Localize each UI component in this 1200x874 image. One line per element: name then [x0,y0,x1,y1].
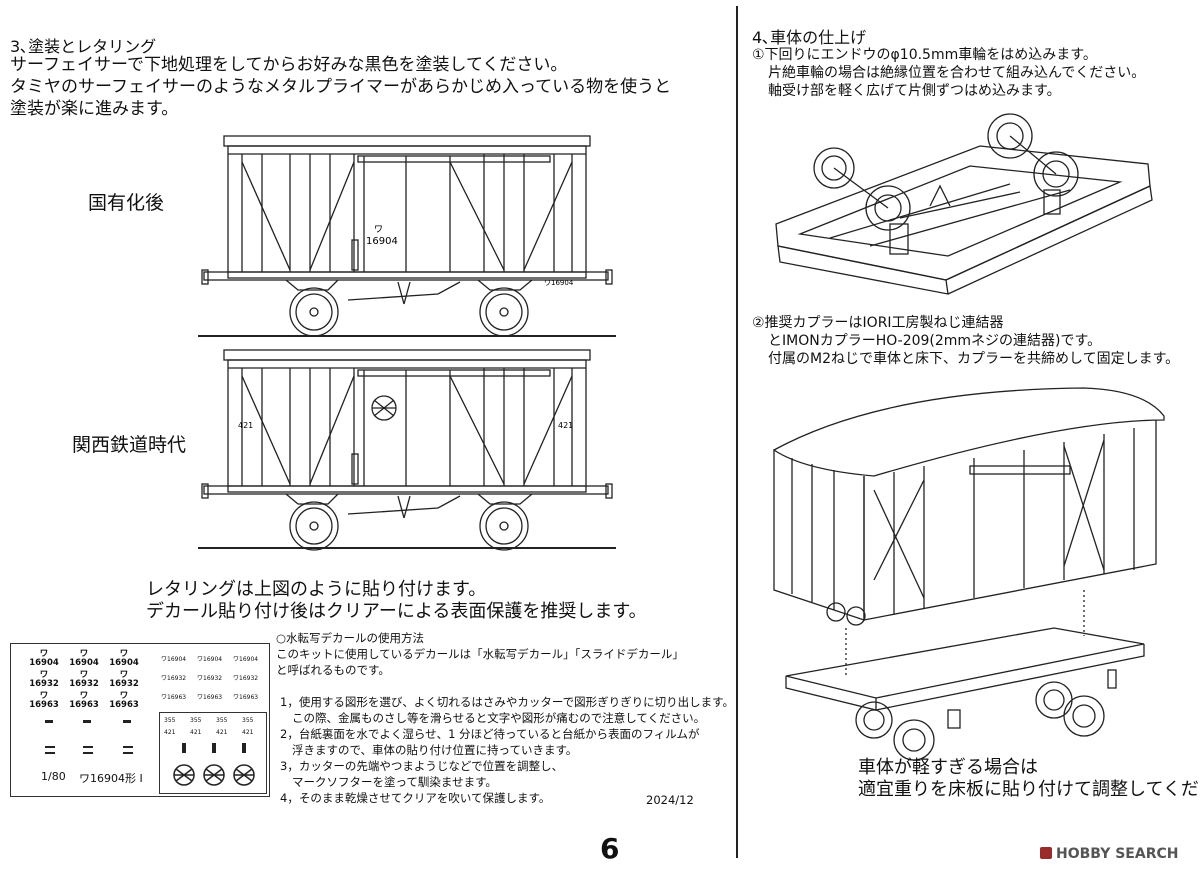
decal-355-a: 355 [164,717,176,724]
step-2-line-2: とIMONカプラーHO-209(2mmネジの連結器)です。 [768,333,1102,349]
decal-16932-c: ワ 16932 [109,670,139,689]
decal-sheet: ワ 16904 ワ 16904 ワ 16904 ワ 16932 ワ 16932 … [10,643,270,797]
decal-16932-b: ワ 16932 [69,670,99,689]
decal-small-16932-b: ワ16932 [197,675,223,682]
decal-small-16904-c: ワ16904 [233,656,259,663]
column-divider [736,6,738,858]
section-3-heading: 3､塗装とレタリング [10,37,157,56]
decal-step-3-note: マークソフターを塗って馴染ませます。 [292,775,497,789]
watermark-logo-icon [1040,847,1052,859]
decal-kansai-box: 355 355 355 355 421 421 421 421 [159,712,267,794]
step-2-line-3: 付属のM2ねじで車体と床下、カプラーを共締めして固定します。 [768,351,1180,367]
decal-small-16963-a: ワ16963 [161,694,187,701]
decal-sheet-title: ワ16904形 I [79,772,143,785]
decal-emblems [173,743,255,786]
decal-16963-a: ワ 16963 [29,691,59,710]
decal-intro-line-1: このキットに使用しているデカールは「水転写デカール」「スライドデカール」 [276,647,684,661]
decal-intro-line-2: と呼ばれるものです。 [276,663,390,677]
wagon-drawing-nationalized: ワ 16904 ワ16904 [198,135,616,337]
decal-355-c: 355 [216,717,228,724]
decal-16904-c: ワ 16904 [109,649,139,668]
page-number: 6 [600,832,620,865]
decal-small-16904-b: ワ16904 [197,656,223,663]
underframe-wheel-drawing [775,113,1153,295]
weight-note-line-2: 適宜重りを床板に貼り付けて調整してください。 [858,779,1200,800]
weight-note-line-1: 車体が軽すぎる場合は [858,757,1038,778]
painting-instructions-line-1: サーフェイサーで下地処理をしてからお好みな黒色を塗装してください。 [10,55,568,75]
wagon-drawing-kansai: 421 421 [198,349,616,551]
step-1-line-1: ①下回りにエンドウのφ10.5mm車輪をはめ込みます。 [752,47,1097,63]
step-2-line-1: ②推奨カプラーはIORI工房製ねじ連結器 [752,315,1004,331]
step-1-line-3: 軸受け部を軽く広げて片側ずつはめ込みます。 [768,83,1061,99]
painting-instructions-line-3: 塗装が楽に進みます。 [10,99,179,119]
decal-scale: 1/80 [41,770,66,783]
decal-step-3: 3，カッターの先端やつまようじなどで位置を調整し、 [280,759,564,773]
decal-step-2: 2，台紙裏面を水でよく湿らせ、1 分ほど待っていると台紙から表面のフィルムが [280,727,700,741]
wagon-top-number: 16904 [366,236,398,247]
step-1-line-2: 片絶車輪の場合は絶縁位置を合わせて組み込んでください。 [768,65,1146,81]
decal-small-16932-c: ワ16932 [233,675,259,682]
decal-421-d: 421 [242,729,254,736]
decal-step-2-note: 浮きますので、車体の貼り付け位置に持っていきます。 [292,743,578,757]
decal-421-b: 421 [190,729,202,736]
decal-355-d: 355 [242,717,254,724]
body-floor-assembly-drawing [772,387,1165,761]
decal-small-16904-a: ワ16904 [161,656,187,663]
decal-small-16932-a: ワ16932 [161,675,187,682]
document-date: 2024/12 [646,793,694,807]
wagon-top-class-mark: ワ [374,225,383,235]
label-after-nationalization: 国有化後 [88,192,165,214]
decal-small-16963-c: ワ16963 [233,694,259,701]
section-4-heading: 4､車体の仕上げ [752,28,867,47]
wagon-bottom-number-right: 421 [558,421,573,430]
wagon-bottom-number-left: 421 [238,421,253,430]
decal-16963-b: ワ 16963 [69,691,99,710]
decal-16904-b: ワ 16904 [69,649,99,668]
label-kansai-railway-era: 関西鉄道時代 [72,434,187,456]
decal-16904-a: ワ 16904 [29,649,59,668]
watermark: HOBBY SEARCH [1040,846,1178,862]
decal-small-marks [45,720,133,754]
decal-421-a: 421 [164,729,176,736]
lettering-note-line-2: デカール貼り付け後はクリアーによる表面保護を推奨します。 [146,601,647,622]
decal-355-b: 355 [190,717,202,724]
watermark-text: HOBBY SEARCH [1056,846,1179,862]
wagon-top-solebar-number: ワ16904 [544,279,574,287]
decal-16932-a: ワ 16932 [29,670,59,689]
lettering-note-line-1: レタリングは上図のように貼り付けます。 [146,579,487,600]
decal-step-1-note: この際、金属ものさし等を滑らせると文字や図形が痛むので注意してください。 [292,711,706,725]
painting-instructions-line-2: タミヤのサーフェイサーのようなメタルプライマーがあらかじめ入っている物を使うと [10,77,672,97]
decal-16963-c: ワ 16963 [109,691,139,710]
decal-421-c: 421 [216,729,228,736]
decal-usage-heading: ○水転写デカールの使用方法 [276,631,425,645]
decal-step-1: 1，使用する図形を選び、よく切れるはさみやカッターで図形ぎりぎりに切り出します。 [280,695,734,709]
decal-step-4: 4，そのまま乾燥させてクリアを吹いて保護します。 [280,791,551,805]
decal-small-16963-b: ワ16963 [197,694,223,701]
